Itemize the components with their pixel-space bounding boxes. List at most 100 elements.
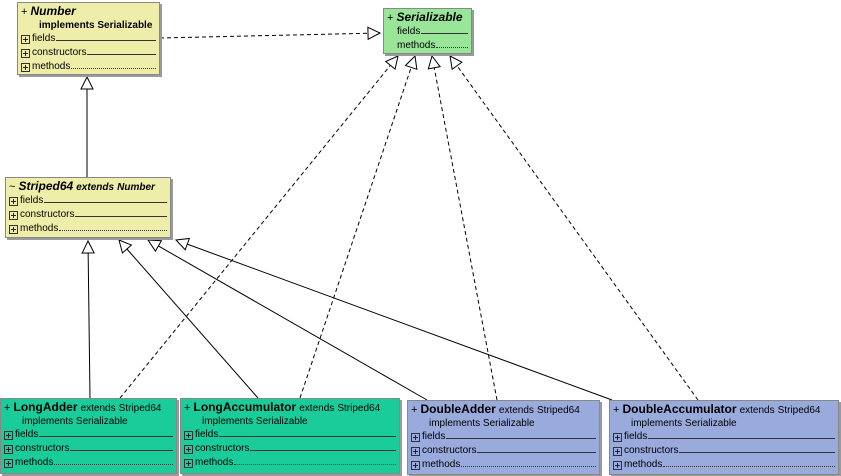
expand-icon[interactable] [4, 430, 13, 440]
section-fields[interactable]: fields [411, 430, 596, 444]
extends-target: Striped64 [537, 405, 580, 416]
section-label: methods [32, 61, 71, 72]
relation-line [187, 243, 613, 401]
relation-longaccumulator-striped64[interactable] [118, 239, 259, 399]
class-header: + DoubleAccumulator extends Striped64 [613, 403, 835, 417]
extends-label: extends [80, 403, 116, 414]
section-methods[interactable]: methods [387, 39, 468, 53]
section-label: constructors [195, 443, 250, 454]
extends-label: extends [739, 405, 775, 416]
extends-label: extends [299, 403, 335, 414]
section-constructors[interactable]: constructors [184, 442, 396, 456]
visibility-marker: + [387, 12, 394, 24]
expand-icon[interactable] [411, 460, 420, 470]
hollow-arrowhead-icon [367, 26, 382, 41]
section-fields[interactable]: fields [4, 428, 173, 442]
section-fields[interactable]: fields [184, 428, 396, 442]
relation-longadder-striped64[interactable] [81, 239, 95, 399]
relation-number-serializable[interactable] [159, 26, 382, 41]
relation-line [87, 252, 91, 399]
section-label: fields [397, 26, 421, 37]
visibility-marker: + [184, 402, 191, 414]
class-long-accumulator[interactable]: + LongAccumulator extends Striped64 impl… [180, 398, 400, 474]
expand-icon[interactable] [9, 196, 18, 206]
relation-line [119, 64, 391, 399]
expand-icon[interactable] [613, 432, 622, 442]
section-constructors[interactable]: constructors [411, 444, 596, 458]
relation-line [456, 65, 699, 401]
section-label: methods [422, 459, 461, 470]
section-methods[interactable]: methods [21, 60, 156, 74]
expand-icon[interactable] [613, 446, 622, 456]
section-label: methods [15, 457, 54, 468]
relation-striped64-number[interactable] [80, 75, 94, 177]
relation-doubleaccumulator-serializable[interactable] [449, 55, 699, 401]
section-methods[interactable]: methods [184, 456, 396, 470]
section-label: constructors [20, 209, 75, 220]
expand-icon[interactable] [4, 444, 13, 454]
class-number[interactable]: + Number implements Serializable fields … [17, 2, 160, 75]
expand-icon[interactable] [4, 458, 13, 468]
visibility-marker: + [411, 404, 418, 416]
expand-icon[interactable] [184, 430, 193, 440]
section-fields[interactable]: fields [9, 194, 167, 208]
section-constructors[interactable]: constructors [9, 208, 167, 222]
expand-icon[interactable] [613, 460, 622, 470]
section-label: fields [32, 33, 56, 44]
section-methods[interactable]: methods [411, 458, 596, 472]
section-fields[interactable]: fields [387, 25, 468, 39]
section-fields[interactable]: fields [613, 430, 835, 444]
section-label: fields [624, 431, 648, 442]
implements-line: implements Serializable [22, 416, 128, 427]
class-name: Serializable [396, 10, 463, 24]
relation-line [299, 67, 412, 399]
expand-icon[interactable] [21, 34, 30, 44]
relation-longaccumulator-serializable[interactable] [299, 54, 418, 399]
relation-doubleadder-serializable[interactable] [427, 54, 498, 401]
expand-icon[interactable] [411, 432, 420, 442]
class-double-adder[interactable]: + DoubleAdder extends Striped64 implemen… [407, 400, 600, 475]
extends-label: extends [76, 182, 115, 193]
hollow-arrowhead-icon [147, 239, 163, 253]
section-label: fields [15, 429, 39, 440]
extends-target: Number [117, 182, 155, 193]
section-constructors[interactable]: constructors [21, 46, 156, 60]
hollow-arrowhead-icon [81, 239, 95, 254]
extends-label: extends [498, 405, 534, 416]
hollow-arrowhead-icon [80, 75, 94, 90]
class-header: + DoubleAdder extends Striped64 [411, 403, 596, 417]
section-label: fields [195, 429, 219, 440]
expand-icon[interactable] [184, 444, 193, 454]
hollow-arrowhead-icon [449, 55, 463, 71]
class-header: + LongAccumulator extends Striped64 [184, 401, 396, 415]
expand-icon[interactable] [411, 446, 420, 456]
class-long-adder[interactable]: + LongAdder extends Striped64 implements… [0, 398, 177, 474]
section-fields[interactable]: fields [21, 32, 156, 46]
expand-icon[interactable] [9, 210, 18, 220]
class-striped64[interactable]: ~ Striped64 extends Number fields constr… [5, 177, 171, 238]
expand-icon[interactable] [21, 48, 30, 58]
expand-icon[interactable] [9, 224, 18, 234]
section-constructors[interactable]: constructors [4, 442, 173, 456]
relation-line [126, 248, 259, 399]
class-name: LongAdder [13, 400, 78, 414]
expand-icon[interactable] [21, 62, 30, 72]
visibility-marker: + [613, 404, 620, 416]
class-name: DoubleAdder [420, 402, 496, 416]
class-header: + LongAdder extends Striped64 [4, 401, 173, 415]
class-serializable[interactable]: + Serializable fields methods [383, 8, 472, 54]
relation-doubleadder-striped64[interactable] [147, 239, 428, 401]
section-methods[interactable]: methods [9, 222, 167, 236]
class-name: Striped64 [18, 179, 74, 193]
section-label: constructors [15, 443, 70, 454]
class-double-accumulator[interactable]: + DoubleAccumulator extends Striped64 im… [609, 400, 839, 475]
implements-line: implements Serializable [631, 418, 737, 429]
relation-doubleaccumulator-striped64[interactable] [174, 237, 613, 401]
relation-longadder-serializable[interactable] [119, 55, 399, 399]
section-constructors[interactable]: constructors [613, 444, 835, 458]
class-name: Number [30, 4, 76, 18]
section-methods[interactable]: methods [613, 458, 835, 472]
class-header: + Number [21, 5, 156, 19]
section-methods[interactable]: methods [4, 456, 173, 470]
expand-icon[interactable] [184, 458, 193, 468]
